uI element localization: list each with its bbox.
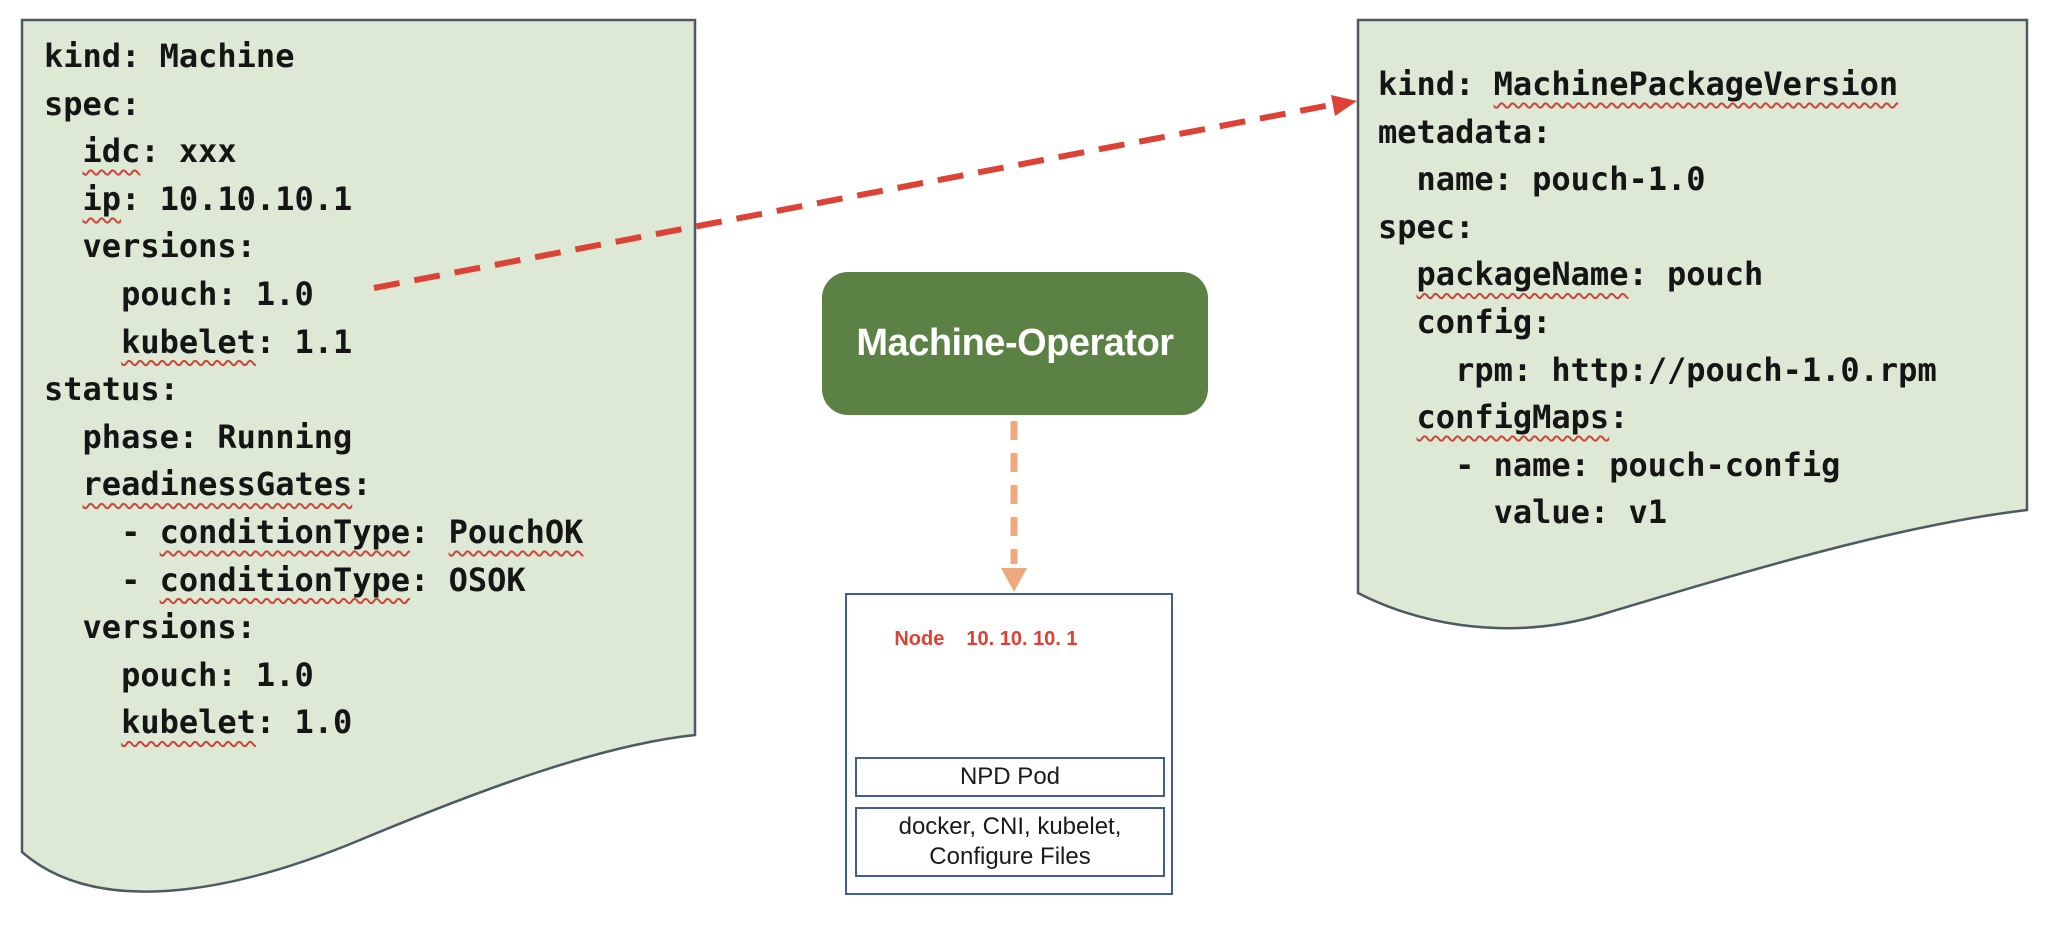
yaml-line: packageName: pouch [1416,255,1764,294]
yaml-line: spec: [1378,207,1475,246]
misspelled-word: readinessGates [82,465,353,504]
machine-yaml-text: kind: Machine spec: idc: xxx ip: 10.10.10… [44,33,583,747]
npd-pod-box: NPD Pod [855,757,1165,797]
yaml-line: ip: 10.10.10.1 [82,179,353,218]
machine-package-version-yaml-text: kind: MachinePackageVersion metadata: nam… [1378,61,1937,537]
yaml-line: kind: Machine [44,37,295,75]
right-document-shape [1356,18,2029,630]
runtime-line: docker, CNI, kubelet, [898,813,1122,840]
orange-arrowhead [1001,568,1027,592]
yaml-line: idc: xxx [82,132,237,171]
yaml-line: - conditionType: PouchOK [44,512,584,551]
yaml-line: pouch: 1.0 [121,655,314,694]
node-label: Node 10. 10. 10. 1 [861,605,1078,674]
yaml-line: versions: [82,608,256,647]
yaml-line: metadata: [1378,112,1552,151]
node-ip: 10. 10. 10. 1 [966,628,1078,650]
misspelled-word: idc [82,132,141,171]
yaml-line: - name: pouch-config [1378,445,1841,484]
yaml-line: spec: [44,84,141,123]
yaml-line: readinessGates: [82,465,372,504]
yaml-line: kubelet: 1.1 [121,322,353,361]
misspelled-word: configMaps [1416,398,1610,437]
misspelled-word: conditionType [159,560,411,599]
node-title: Node [894,628,945,650]
node-box: Node 10. 10. 10. 1 NPD Pod docker, CNI, k… [845,593,1173,895]
misspelled-word: kubelet [121,322,256,361]
runtime-components-box: docker, CNI, kubelet, Configure Files [855,807,1165,877]
yaml-line: rpm: http://pouch-1.0.rpm [1455,350,1937,389]
yaml-line: value: v1 [1493,493,1667,532]
yaml-line: phase: Running [82,417,353,456]
machine-operator-box: Machine-Operator [822,272,1208,415]
npd-pod-label: NPD Pod [959,763,1061,790]
yaml-line: name: pouch-1.0 [1416,160,1706,199]
yaml-line: versions: [82,227,256,266]
yaml-line: kubelet: 1.0 [121,703,353,742]
left-document-shape [20,18,697,893]
yaml-line: pouch: 1.0 [121,274,314,313]
yaml-line: status: [44,370,179,409]
yaml-line: - conditionType: OSOK [44,560,526,599]
machine-operator-label: Machine-Operator [856,322,1174,364]
misspelled-word: PouchOK [448,512,584,551]
yaml-line: configMaps: [1416,398,1629,437]
misspelled-word: packageName [1416,255,1629,294]
red-arrowhead [1331,95,1357,116]
misspelled-word: kubelet [121,703,256,742]
misspelled-word: MachinePackageVersion [1493,65,1899,103]
misspelled-word: ip [82,179,122,218]
misspelled-word: conditionType [159,512,411,551]
yaml-line: config: [1416,302,1552,341]
runtime-line: Configure Files [929,843,1091,870]
yaml-line: kind: MachinePackageVersion [1378,65,1899,103]
